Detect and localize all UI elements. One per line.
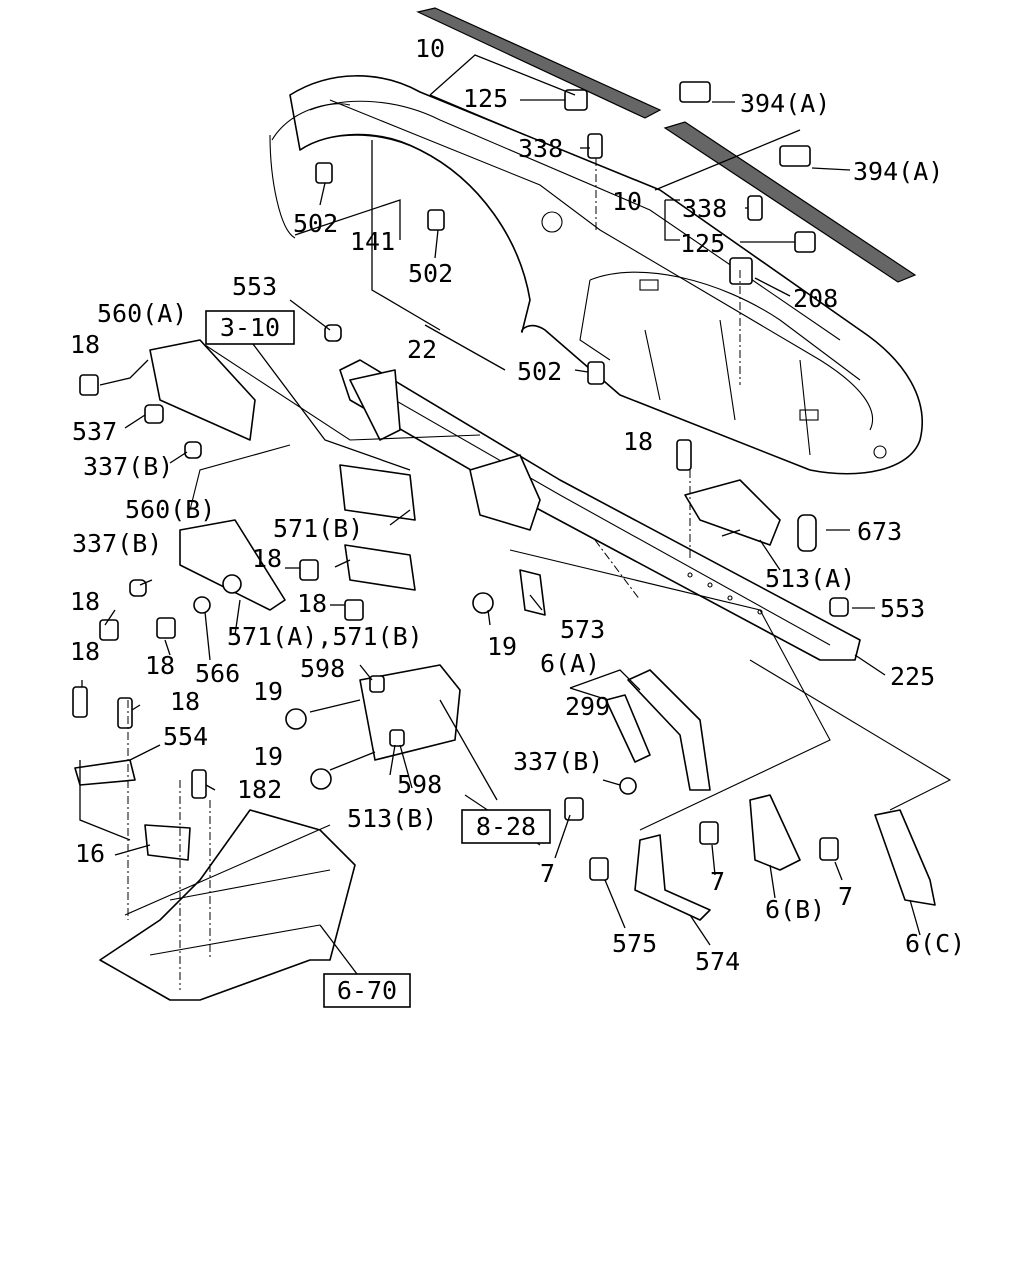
callout-571a-571b: 571(A),571(B) — [227, 622, 423, 651]
callout-338: 338 — [518, 134, 563, 163]
callout-10: 10 — [612, 187, 642, 216]
callout-337b: 337(B) — [83, 452, 173, 481]
callout-571b: 571(B) — [273, 514, 363, 543]
callout-502: 502 — [408, 259, 453, 288]
callout-19: 19 — [487, 632, 517, 661]
callout-6c: 6(C) — [905, 929, 965, 958]
ref-8-28-label: 8-28 — [476, 812, 536, 841]
callout-18: 18 — [170, 687, 200, 716]
callout-18: 18 — [623, 427, 653, 456]
callout-573: 573 — [560, 615, 605, 644]
callout-394a: 394(A) — [853, 157, 943, 186]
ref-6-70-label: 6-70 — [337, 976, 397, 1005]
callout-125: 125 — [463, 84, 508, 113]
callout-598: 598 — [300, 654, 345, 683]
callout-labels: 10 125 394(A) 338 394(A) 10 338 125 502 … — [70, 34, 965, 976]
callout-553: 553 — [880, 594, 925, 623]
callout-560a: 560(A) — [97, 299, 187, 328]
ref-box-3-10[interactable]: 3-10 — [205, 310, 295, 345]
callout-18: 18 — [70, 330, 100, 359]
callout-18: 18 — [70, 587, 100, 616]
callout-7: 7 — [710, 867, 725, 896]
callout-338: 338 — [682, 194, 727, 223]
callout-6b: 6(B) — [765, 895, 825, 924]
callout-19: 19 — [253, 742, 283, 771]
callout-141: 141 — [350, 227, 395, 256]
callout-513a: 513(A) — [765, 564, 855, 593]
callout-18: 18 — [297, 589, 327, 618]
callout-7: 7 — [540, 859, 555, 888]
callout-182: 182 — [237, 775, 282, 804]
callout-225: 225 — [890, 662, 935, 691]
ref-box-8-28[interactable]: 8-28 — [461, 809, 551, 844]
callout-6a: 6(A) — [540, 649, 600, 678]
center-lines — [127, 158, 741, 990]
callout-337b: 337(B) — [72, 529, 162, 558]
instrument-panel — [269, 75, 923, 475]
callout-19: 19 — [253, 677, 283, 706]
leader-lines — [79, 54, 921, 979]
right-brackets — [519, 479, 936, 921]
callout-513b: 513(B) — [347, 804, 437, 833]
callout-18: 18 — [70, 637, 100, 666]
callout-502: 502 — [293, 209, 338, 238]
callout-560b: 560(B) — [125, 495, 215, 524]
callout-566: 566 — [195, 659, 240, 688]
callout-502: 502 — [517, 357, 562, 386]
defroster-grilles — [416, 7, 917, 283]
callout-7: 7 — [838, 882, 853, 911]
callout-16: 16 — [75, 839, 105, 868]
callout-553: 553 — [232, 272, 277, 301]
fasteners — [72, 81, 849, 881]
callout-575: 575 — [612, 929, 657, 958]
callout-337b: 337(B) — [513, 747, 603, 776]
callout-537: 537 — [72, 417, 117, 446]
callout-598: 598 — [397, 770, 442, 799]
ref-box-6-70[interactable]: 6-70 — [323, 973, 411, 1008]
callout-10: 10 — [415, 34, 445, 63]
callout-125: 125 — [680, 229, 725, 258]
left-brackets — [74, 339, 461, 861]
callout-18: 18 — [145, 651, 175, 680]
callout-673: 673 — [857, 517, 902, 546]
floor-panel — [99, 809, 356, 1001]
callout-574: 574 — [695, 947, 740, 976]
callout-22: 22 — [407, 335, 437, 364]
callout-554: 554 — [163, 722, 208, 751]
callout-394a: 394(A) — [740, 89, 830, 118]
ref-3-10-label: 3-10 — [220, 313, 280, 342]
callout-208: 208 — [793, 284, 838, 313]
callout-299: 299 — [565, 692, 610, 721]
callout-18: 18 — [252, 544, 282, 573]
